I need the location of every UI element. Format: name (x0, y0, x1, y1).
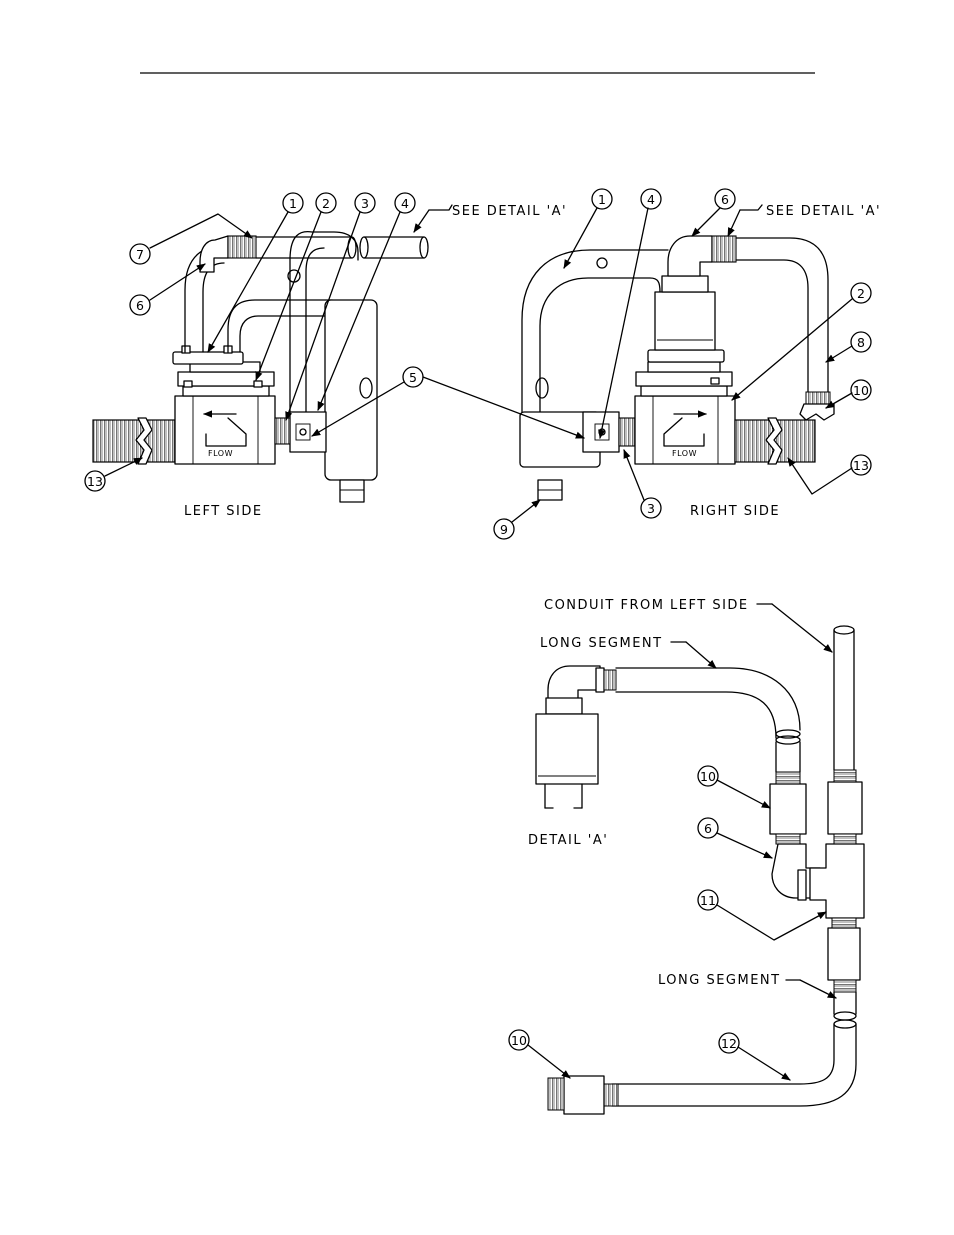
left-see-detail: SEE DETAIL 'A' (452, 204, 567, 219)
left-threaded-pipe (92, 419, 176, 463)
right-callout-6: 6 (721, 192, 729, 207)
long-segment-bottom-label: LONG SEGMENT (658, 973, 781, 988)
left-callouts: 1 2 3 4 7 6 5 13 SEE DETAIL 'A' (84, 192, 567, 492)
right-side-title: RIGHT SIDE (690, 504, 780, 519)
left-callout-4: 4 (401, 196, 409, 211)
right-callout-10: 10 (853, 383, 869, 398)
left-callout-3: 3 (361, 196, 369, 211)
left-side-title: LEFT SIDE (184, 504, 263, 519)
right-callout-13: 13 (853, 458, 869, 473)
detail-callout-6: 6 (704, 821, 712, 836)
right-callouts: 1 4 6 2 8 10 13 3 9 (422, 188, 881, 540)
right-callout-9: 9 (500, 522, 508, 537)
left-flow-label: FLOW (208, 449, 233, 458)
right-flow-label: FLOW (672, 449, 697, 458)
detail-a-title: DETAIL 'A' (528, 833, 608, 848)
left-callout-13: 13 (87, 474, 103, 489)
conduit-from-left-label: CONDUIT FROM LEFT SIDE (544, 598, 749, 613)
long-segment-top-label: LONG SEGMENT (540, 636, 663, 651)
left-callout-1: 1 (289, 196, 297, 211)
right-callout-1: 1 (598, 192, 606, 207)
left-callout-7: 7 (136, 247, 144, 262)
detail-callout-11: 11 (700, 893, 716, 908)
left-callout-5: 5 (409, 370, 417, 385)
detail-callout-10-bottom: 10 (511, 1033, 527, 1048)
left-callout-2: 2 (322, 196, 330, 211)
detail-a-assembly: CONDUIT FROM LEFT SIDE LONG SEGMENT DETA… (508, 598, 865, 1115)
right-callout-8: 8 (857, 335, 865, 350)
left-callout-6: 6 (136, 298, 144, 313)
right-callout-2: 2 (857, 286, 865, 301)
right-side-assembly: FLOW RIGHT SIDE 1 4 6 2 (422, 188, 881, 540)
left-side-assembly: FLOW L (84, 192, 567, 519)
right-see-detail: SEE DETAIL 'A' (766, 204, 881, 219)
detail-callout-12: 12 (721, 1036, 737, 1051)
right-callout-3: 3 (647, 501, 655, 516)
detail-callout-10-top: 10 (700, 769, 716, 784)
right-callout-4: 4 (647, 192, 655, 207)
